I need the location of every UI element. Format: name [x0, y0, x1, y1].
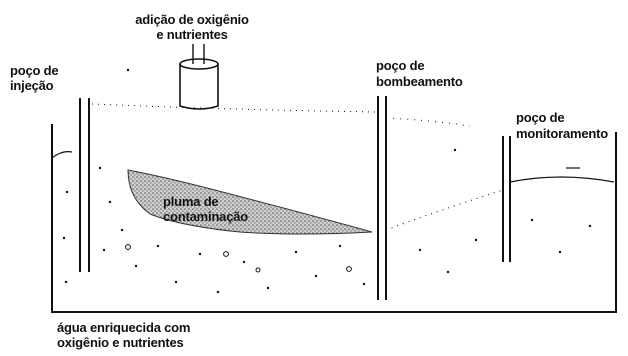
injection-well-label-line2: injeção: [10, 78, 54, 93]
monitoring-well-label-line2: monitoramento: [516, 126, 608, 141]
supply-label-line2: e nutrientes: [156, 27, 227, 42]
monitoring-well-label-line1: poço de: [516, 110, 564, 125]
pumping-well: [377, 96, 387, 300]
pumping-well-label-line2: bombeamento: [376, 74, 463, 89]
aquifer-bubbles: [125, 244, 352, 273]
supply-tank: [179, 44, 219, 110]
water-label-line2: oxigênio e nutrientes: [57, 335, 184, 350]
water-table: [51, 103, 615, 231]
plume-label-line2: contaminação: [163, 209, 248, 224]
plume-label-line1: pluma de: [163, 194, 218, 209]
contamination-plume: [127, 169, 373, 235]
aquifer-particles: [62, 68, 592, 294]
monitoring-well: [502, 136, 511, 262]
injection-well: [79, 98, 90, 272]
pumping-well-label-line1: poço de: [376, 58, 424, 73]
ground-basin: [51, 124, 617, 313]
water-label-line1: água enriquecida com: [57, 320, 190, 335]
supply-label-line1: adição de oxigênio: [135, 12, 249, 27]
injection-well-label-line1: poço de: [10, 63, 58, 78]
